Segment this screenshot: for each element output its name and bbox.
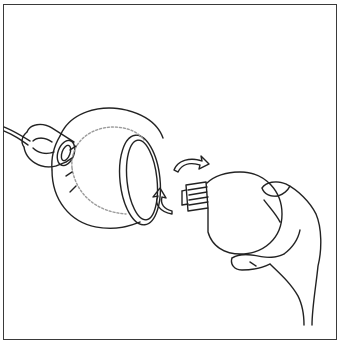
rotate-arrow-upper bbox=[174, 156, 209, 172]
light-bulb bbox=[207, 172, 282, 254]
rotate-arrow-lower bbox=[153, 188, 172, 214]
power-cord bbox=[4, 127, 30, 145]
bulb-socket bbox=[22, 125, 78, 168]
lamp-shade bbox=[52, 108, 165, 228]
screw-thread bbox=[182, 182, 208, 211]
